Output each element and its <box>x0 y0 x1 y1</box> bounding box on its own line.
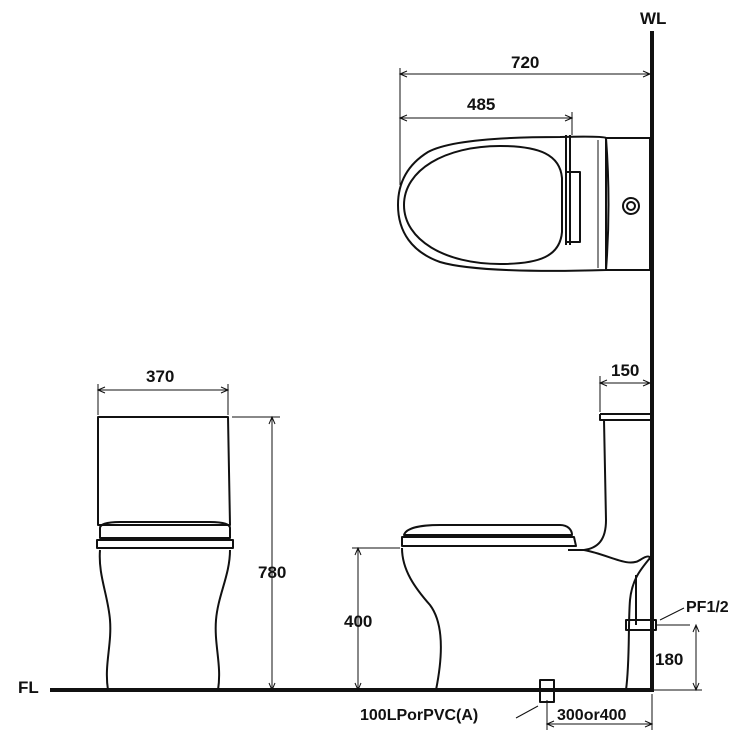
dimension-370-label: 370 <box>146 367 174 386</box>
dimension-485 <box>398 112 574 135</box>
dimension-150 <box>598 376 652 412</box>
dimension-180-label: 180 <box>655 650 683 669</box>
dimension-780-label: 780 <box>258 563 286 582</box>
drain-label: 100LPorPVC(A) <box>360 707 478 724</box>
dimension-400 <box>352 546 400 692</box>
supply-label: PF1/2 <box>686 599 729 616</box>
dimension-485-label: 485 <box>467 95 495 114</box>
dimension-150-label: 150 <box>611 361 639 380</box>
dimension-180 <box>654 623 702 692</box>
dimension-rough-in <box>545 694 654 730</box>
dimension-720-label: 720 <box>511 53 539 72</box>
drain-leader <box>515 705 539 719</box>
top-view <box>397 135 651 272</box>
dimension-780 <box>232 415 280 692</box>
front-view <box>96 416 234 691</box>
floor-label: FL <box>18 678 39 697</box>
dimension-rough-in-label: 300or400 <box>557 707 626 724</box>
dimension-400-label: 400 <box>344 612 372 631</box>
dimension-370 <box>96 384 230 415</box>
dimension-720 <box>398 68 652 185</box>
supply-leader <box>659 607 685 621</box>
wall-label: WL <box>640 9 666 28</box>
side-view <box>401 413 690 703</box>
